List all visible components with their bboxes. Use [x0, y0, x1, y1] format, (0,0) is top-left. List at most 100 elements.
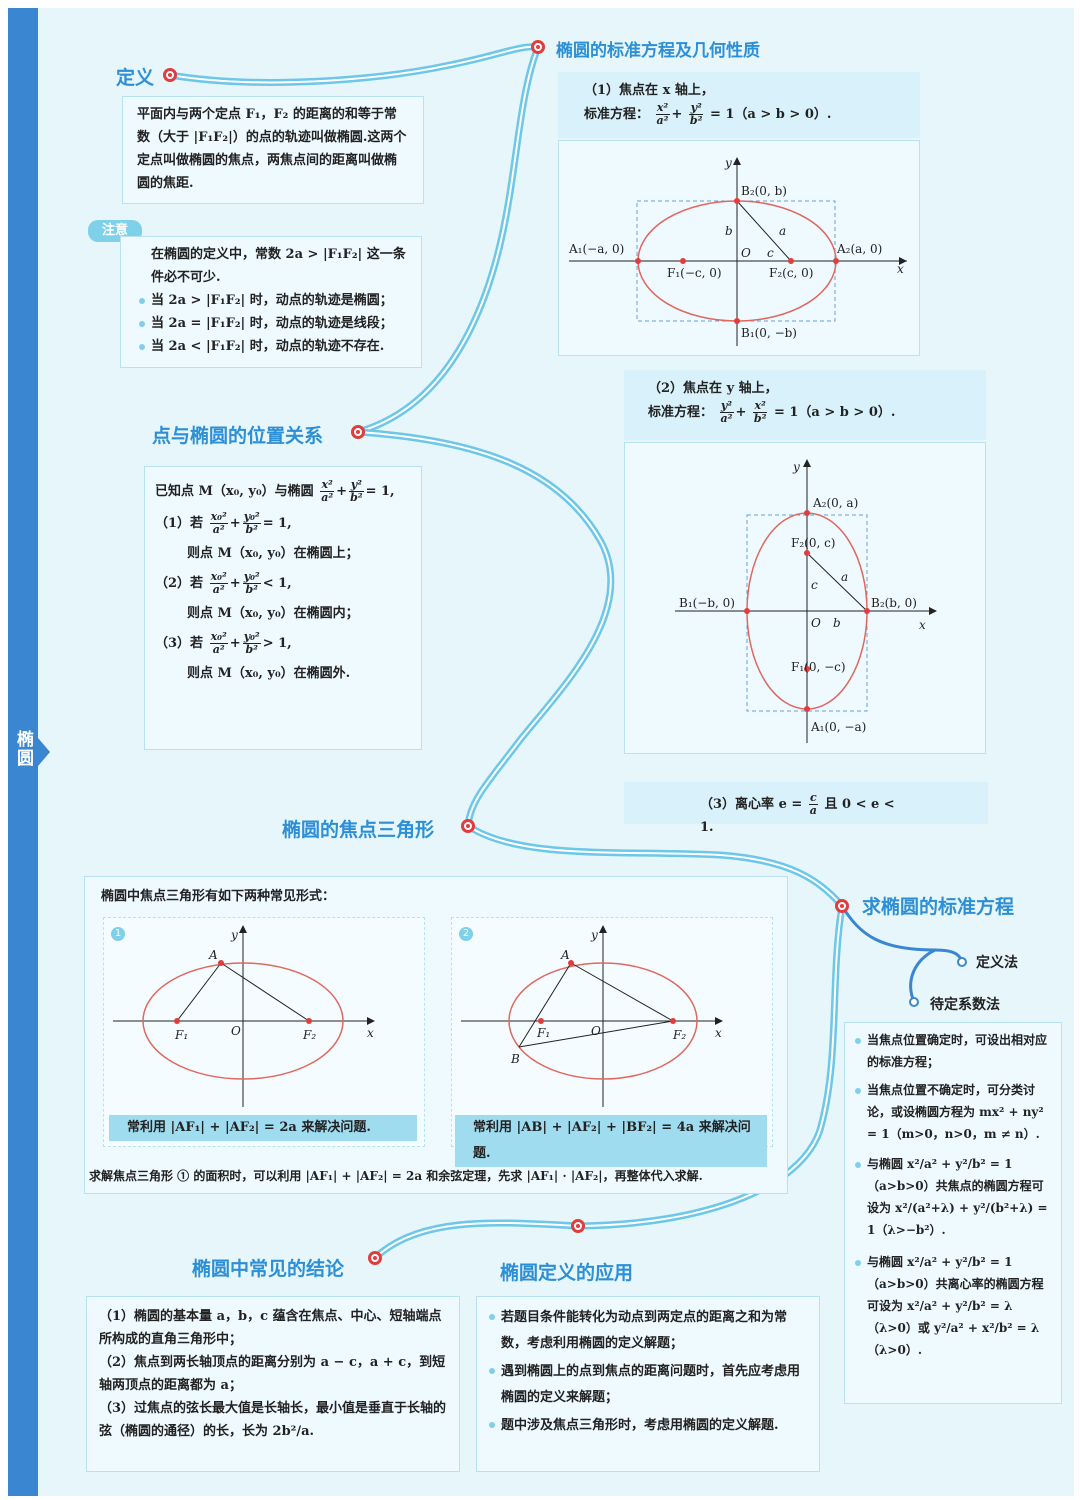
position-c3-result: 则点 M（x₀, y₀）在椭圆外.	[187, 666, 351, 681]
fig1-B1: B₁(0, −b)	[741, 326, 797, 340]
position-title: 点与椭圆的位置关系	[152, 425, 324, 447]
conclusion-item: （2）焦点到两长轴顶点的距离分别为 a − c，a + c，到短轴两顶点的距离都…	[99, 1355, 446, 1393]
fig2-b: b	[833, 616, 841, 630]
fig2-B1: B₁(−b, 0)	[679, 596, 735, 610]
case2-line1: （2）焦点在 y 轴上，	[648, 381, 778, 396]
case2-suffix: = 1（a > b > 0）.	[773, 405, 896, 420]
position-c1-rel: = 1,	[262, 516, 292, 531]
note-list: 当 2a > |F₁F₂| 时，动点的轨迹是椭圆； 当 2a = |F₁F₂| …	[137, 289, 409, 358]
focal-triangle-title: 椭圆的焦点三角形	[282, 819, 435, 841]
form2-diagram: A B F₁ F₂ O x y	[461, 925, 723, 1107]
sidebar-arrow	[38, 738, 50, 766]
application-box: 若题目条件能转化为动点到两定点的距离之和为常数，考虑利用椭圆的定义解题； 遇到椭…	[476, 1296, 820, 1472]
position-intro-text: 已知点 M（x₀, y₀）与椭圆	[155, 484, 314, 499]
method2-label: 待定系数法	[930, 997, 1000, 1013]
note-intro: 在椭圆的定义中，常数 2a > |F₁F₂| 这一条件必不可少.	[151, 247, 406, 285]
figure2-ellipse-diagram: y x O A₂(0, a) A₁(0, −a) B₁(−b, 0) B₂(b,…	[675, 459, 937, 743]
find-equation-box: 当焦点位置确定时，可设出相对应的标准方程； 当焦点位置不确定时，可分类讨论，或设…	[844, 1022, 1062, 1404]
form2-A: A	[560, 948, 570, 962]
fig1-a: a	[779, 224, 786, 238]
position-c2-rel: < 1,	[262, 576, 292, 591]
form1-number: 1	[111, 927, 125, 941]
case1-prefix: 标准方程：	[584, 107, 650, 122]
figure1-ellipse-diagram: y x O B₂(0, b) B₁(0, −b) A₁(−a, 0) A₂(a,…	[568, 156, 907, 346]
definition-title: 定义	[116, 67, 155, 89]
application-list: 若题目条件能转化为动点到两定点的距离之和为常数，考虑利用椭圆的定义解题； 遇到椭…	[487, 1305, 809, 1439]
conclusion-item: （3）过焦点的弦长最大值是长轴长，最小值是垂直于长轴的弦（椭圆的通径）的长，长为…	[99, 1401, 447, 1439]
form2-number: 2	[459, 927, 473, 941]
note-item: 当 2a = |F₁F₂| 时，动点的轨迹是线段；	[137, 312, 409, 335]
ecc-suffix: 且 0 < e < 1.	[700, 797, 895, 835]
application-item: 题中涉及焦点三角形时，考虑用椭圆的定义解题.	[487, 1413, 809, 1439]
form2-B: B	[510, 1052, 520, 1066]
position-c3: （3）若	[155, 636, 204, 651]
application-title: 椭圆定义的应用	[500, 1262, 634, 1284]
form2-panel	[451, 917, 773, 1147]
fig2-a: a	[841, 570, 848, 584]
form1-F2: F₂	[302, 1028, 316, 1042]
application-item: 遇到椭圆上的点到焦点的距离问题时，首先应考虑用椭圆的定义来解题；	[487, 1359, 809, 1411]
fig2-y: y	[792, 460, 800, 474]
case1-suffix: = 1（a > b > 0）.	[709, 107, 832, 122]
sidebar-label: 椭圆	[13, 730, 33, 768]
standard-node	[531, 40, 545, 54]
conclusions-box: （1）椭圆的基本量 a，b，c 蕴含在焦点、中心、短轴端点所构成的直角三角形中；…	[86, 1296, 460, 1472]
find-equation-list: 当焦点位置确定时，可设出相对应的标准方程； 当焦点位置不确定时，可分类讨论，或设…	[853, 1029, 1053, 1361]
note-item: 当 2a > |F₁F₂| 时，动点的轨迹是椭圆；	[137, 289, 409, 312]
ecc-prefix: （3）离心率 e =	[700, 797, 803, 812]
fig1-F1: F₁(−c, 0)	[667, 266, 722, 280]
definition-box: 平面内与两个定点 F₁，F₂ 的距离的和等于常数（大于 |F₁F₂|）的点的轨迹…	[122, 96, 424, 204]
focal-footer: 求解焦点三角形 ① 的面积时，可以利用 |AF₁| + |AF₂| = 2a 和…	[89, 1169, 703, 1183]
form2-x: x	[715, 1026, 722, 1040]
figure1-box: y x O B₂(0, b) B₁(0, −b) A₁(−a, 0) A₂(a,…	[558, 140, 920, 356]
form1-F1: F₁	[174, 1028, 188, 1042]
position-intro-suffix: = 1,	[365, 484, 395, 499]
fig1-x: x	[897, 262, 904, 276]
find-item: 与椭圆 x²/a² + y²/b² = 1（a>b>0）共焦点的椭圆方程可设为 …	[853, 1153, 1053, 1241]
find-equation-title: 求椭圆的标准方程	[862, 896, 1015, 918]
form1-A: A	[208, 948, 218, 962]
position-node	[351, 425, 365, 439]
note-box: 在椭圆的定义中，常数 2a > |F₁F₂| 这一条件必不可少. 当 2a > …	[120, 236, 422, 368]
focal-triangle-box: 椭圆中焦点三角形有如下两种常见形式： 1 2 A F₁ F₂ O x y A B…	[84, 876, 788, 1194]
form2-F2: F₂	[672, 1028, 686, 1042]
figure2-box: y x O A₂(0, a) A₁(0, −a) B₁(−b, 0) B₂(b,…	[624, 442, 986, 754]
fig2-F2: F₂(0, c)	[791, 536, 835, 550]
fig1-b: b	[725, 224, 733, 238]
fig2-x: x	[919, 618, 926, 632]
position-c1-result: 则点 M（x₀, y₀）在椭圆上；	[187, 546, 359, 561]
fig1-A2: A₂(a, 0)	[836, 242, 882, 256]
method2-bullet	[909, 997, 919, 1007]
form1-y: y	[230, 928, 238, 942]
form1-text: 常利用 |AF₁| + |AF₂| = 2a 来解决问题.	[109, 1115, 417, 1141]
note-item: 当 2a < |F₁F₂| 时，动点的轨迹不存在.	[137, 335, 409, 358]
fig2-o: O	[811, 616, 821, 630]
conclusions-title: 椭圆中常见的结论	[192, 1258, 345, 1280]
find-equation-node	[835, 899, 849, 913]
find-item: 与椭圆 x²/a² + y²/b² = 1（a>b>0）共离心率的椭圆方程可设为…	[853, 1251, 1053, 1361]
fig2-B2: B₂(b, 0)	[871, 596, 917, 610]
fig2-c: c	[811, 578, 818, 592]
fig1-B2: B₂(0, b)	[741, 184, 787, 198]
method1-label: 定义法	[976, 955, 1018, 971]
form2-F1: F₁	[536, 1026, 550, 1040]
sidebar	[8, 8, 38, 1496]
form2-y: y	[590, 928, 598, 942]
standard-title: 椭圆的标准方程及几何性质	[556, 41, 760, 61]
find-item: 当焦点位置不确定时，可分类讨论，或设椭圆方程为 mx² + ny² = 1（m>…	[853, 1079, 1053, 1145]
